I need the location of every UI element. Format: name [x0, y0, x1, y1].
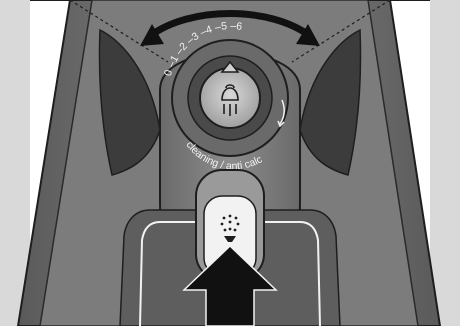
dial-knob[interactable]: [200, 68, 260, 128]
right-backdrop: [430, 0, 460, 326]
